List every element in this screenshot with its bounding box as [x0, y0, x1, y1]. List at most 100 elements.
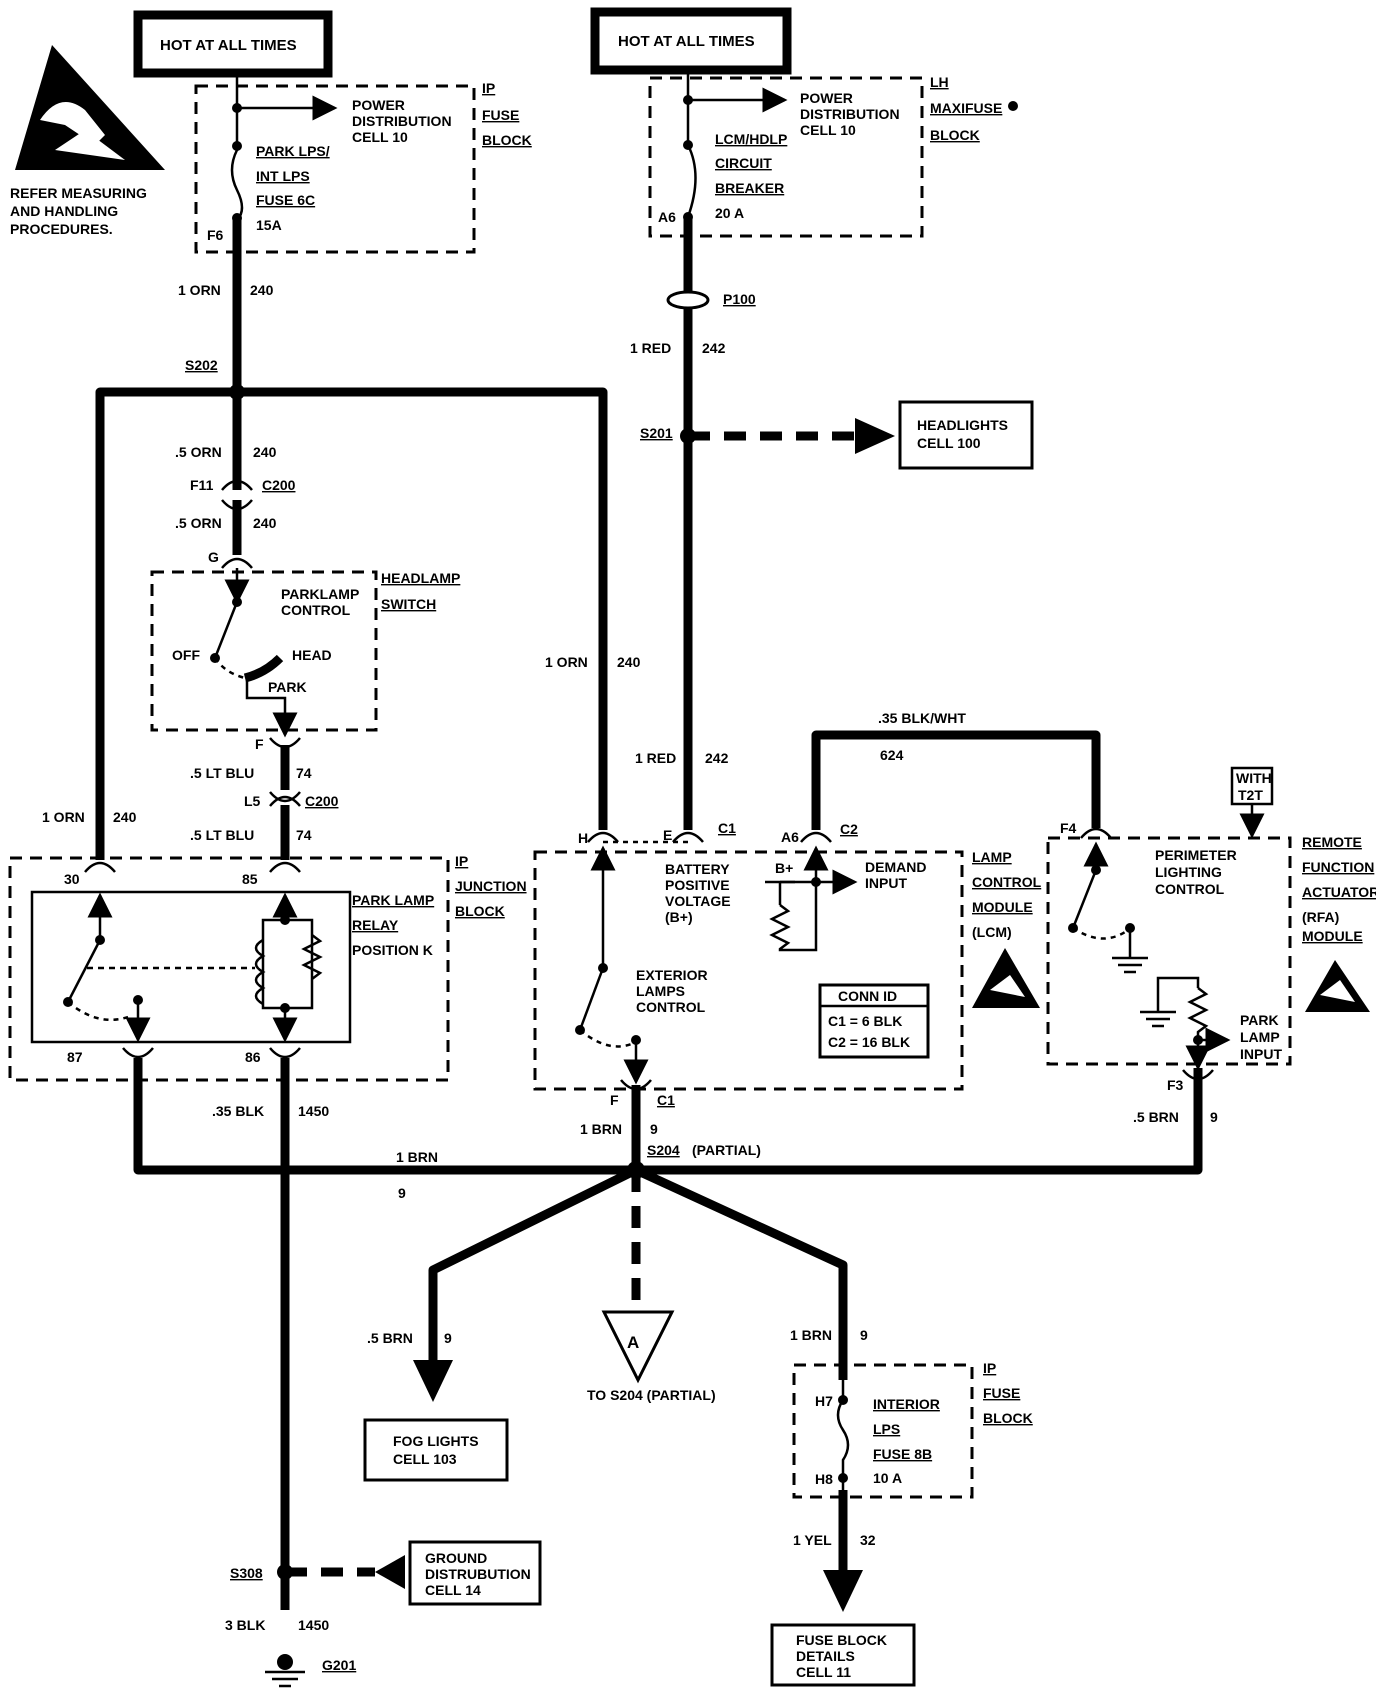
- ground-dist-line-1: GROUND: [425, 1550, 487, 1566]
- ground-g201-label: G201: [322, 1657, 356, 1673]
- wire-1-circuit: 240: [250, 282, 274, 298]
- splice-s204: [627, 1161, 645, 1179]
- conn-id-box: [818, 983, 930, 1059]
- p100-label: P100: [723, 291, 756, 307]
- esd-warning-icon: [15, 45, 165, 170]
- ground-distribution-box: [408, 1540, 542, 1606]
- fuse-6c-icon: [230, 149, 244, 221]
- splice-s204-label: S204: [647, 1142, 680, 1158]
- fuse-bottom-line-1: INTERIOR: [873, 1396, 940, 1412]
- conn-id-c1: C1 = 6 BLK: [828, 1013, 902, 1029]
- lcm-pin-f: F: [610, 1092, 619, 1108]
- switch-off: OFF: [172, 647, 200, 663]
- wire-10-color: .35 BLK/WHT: [878, 710, 966, 726]
- circuit-breaker-icon: [686, 144, 697, 218]
- wire-2-circuit: 240: [253, 444, 277, 460]
- pin-f6: F6: [207, 227, 224, 243]
- wire-9-color: 1 ORN: [42, 809, 85, 825]
- wire-10-circuit: 624: [880, 747, 904, 763]
- wire-15-color: .5 BRN: [367, 1330, 413, 1346]
- perim-ground-icon: [1112, 928, 1148, 974]
- wire-15-circuit: 9: [444, 1330, 452, 1346]
- ground-g201-icon: [265, 1670, 305, 1688]
- ip-fuse-top-line-2: FUSE: [482, 107, 519, 123]
- lcm-title-2: CONTROL: [972, 874, 1042, 890]
- ground-dist-line-3: CELL 14: [425, 1582, 481, 1598]
- ip-fuse-bottom-line-1: IP: [983, 1360, 996, 1376]
- fuse-8b-icon: [836, 1399, 850, 1478]
- wire-17-circuit: 32: [860, 1532, 876, 1548]
- warning-line-2: AND HANDLING: [10, 203, 118, 219]
- pd-right-line-1: POWER: [800, 90, 853, 106]
- headlamp-switch-box: [150, 570, 378, 732]
- wire-3-circuit: 240: [253, 515, 277, 531]
- headlamp-switch-line-2: SWITCH: [381, 596, 436, 612]
- wire-4-color: 1 RED: [630, 340, 671, 356]
- wire-4-circuit: 242: [702, 340, 726, 356]
- c200-top: C200: [262, 477, 296, 493]
- lcm-title-4: (LCM): [972, 924, 1012, 940]
- wire-1-color: 1 ORN: [178, 282, 221, 298]
- cb-line-4: 20 A: [715, 205, 744, 221]
- fog-line-1: FOG LIGHTS: [393, 1433, 479, 1449]
- ip-junction-block: [8, 856, 450, 1082]
- lcm-pin-a6: A6: [781, 829, 799, 845]
- bat-line-4: (B+): [665, 909, 693, 925]
- relay-pin-86: 86: [245, 1049, 261, 1065]
- lcm-title-3: MODULE: [972, 899, 1033, 915]
- park-head-contact-icon: [243, 654, 284, 683]
- fuse-top-line-1: PARK LPS/: [256, 143, 330, 159]
- warning-line-1: REFER MEASURING: [10, 185, 147, 201]
- fuse-block-details-box: [770, 1623, 916, 1687]
- lcm-title-1: LAMP: [972, 849, 1012, 865]
- conn-id-c2: C2 = 16 BLK: [828, 1034, 910, 1050]
- relay-coil-icon: [254, 938, 266, 1006]
- maxifuse-line-2: MAXIFUSE: [930, 100, 1002, 116]
- wire-12-circuit: 9: [398, 1185, 406, 1201]
- rfa-line-3: ACTUATOR: [1302, 884, 1376, 900]
- pin-f-switch: F: [255, 736, 264, 752]
- wire-12-color: 1 BRN: [396, 1149, 438, 1165]
- c200-bottom: C200: [305, 793, 339, 809]
- fuse-details-line-3: CELL 11: [796, 1664, 851, 1680]
- s204-note: (PARTIAL): [692, 1142, 761, 1158]
- splice-s308-label: S308: [230, 1565, 263, 1581]
- park-input-2: LAMP: [1240, 1029, 1280, 1045]
- lcm-bplus: B+: [775, 860, 793, 876]
- ipjb-line-1: IP: [455, 853, 468, 869]
- wire-16-color: 1 BRN: [790, 1327, 832, 1343]
- switch-head: HEAD: [292, 647, 332, 663]
- with-t2t-1: WITH: [1236, 770, 1272, 786]
- ground-arrow-icon: [375, 1555, 405, 1589]
- fuse-bottom-line-4: 10 A: [873, 1470, 902, 1486]
- pd-top-line-1: POWER: [352, 97, 405, 113]
- connector-a-letter: A: [627, 1333, 639, 1352]
- demand-line-2: INPUT: [865, 875, 907, 891]
- hot-label-right: HOT AT ALL TIMES: [618, 33, 755, 50]
- wire-6-color: 1 RED: [635, 750, 676, 766]
- ext-line-2: LAMPS: [636, 983, 685, 999]
- connector-a-label: TO S204 (PARTIAL): [587, 1387, 716, 1403]
- splice-s308: [277, 1564, 293, 1580]
- bat-line-2: POSITIVE: [665, 877, 730, 893]
- lcm-pin-h: H: [578, 830, 588, 846]
- pin-l5: L5: [244, 793, 261, 809]
- switch-park: PARK: [268, 679, 307, 695]
- hot-box-left: [133, 10, 333, 78]
- pin-h7: H7: [815, 1393, 833, 1409]
- bat-line-1: BATTERY: [665, 861, 730, 877]
- ip-fuse-block-top: [194, 84, 476, 254]
- relay-pin-87: 87: [67, 1049, 83, 1065]
- rfa-pin-f4: F4: [1060, 820, 1077, 836]
- maxifuse-line-3: BLOCK: [930, 127, 980, 143]
- fuse-details-line-1: FUSE BLOCK: [796, 1632, 887, 1648]
- wire-2-color: .5 ORN: [175, 444, 222, 460]
- pd-right-line-2: DISTRIBUTION: [800, 106, 900, 122]
- splice-s202: [229, 384, 245, 400]
- lcm-esd-icon: [972, 948, 1040, 1008]
- lcm-pullup-resistor-icon: [769, 882, 818, 952]
- ext-line-1: EXTERIOR: [636, 967, 708, 983]
- relay-resistor-icon: [301, 934, 323, 980]
- maxifuse-bullet-icon: [1008, 101, 1018, 111]
